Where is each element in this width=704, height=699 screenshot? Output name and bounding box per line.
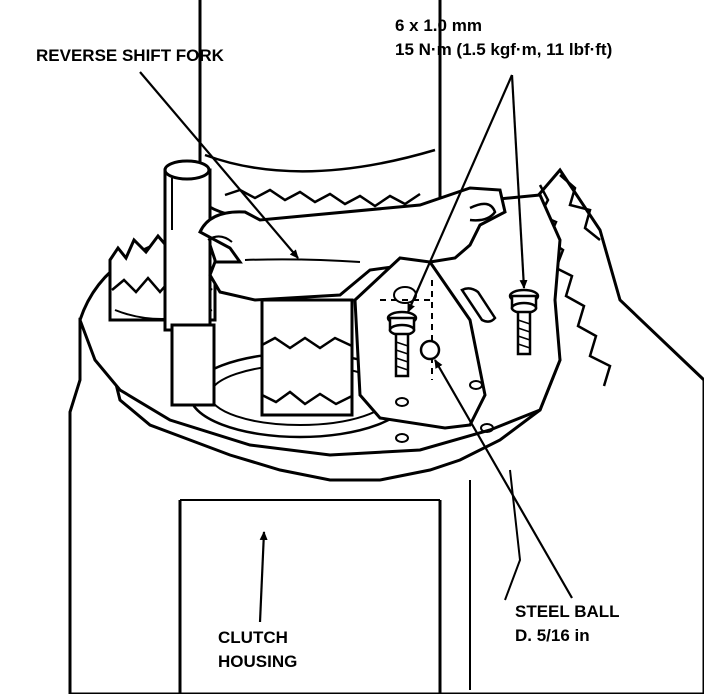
label-steel-ball: STEEL BALL bbox=[515, 602, 620, 621]
leader-bolt-left bbox=[406, 74, 514, 313]
label-housing: HOUSING bbox=[218, 652, 298, 671]
label-reverse-shift-fork: REVERSE SHIFT FORK bbox=[36, 46, 224, 65]
label-bolt-torque: 15 N·m (1.5 kgf·m, 11 lbf·ft) bbox=[395, 40, 613, 59]
steel-ball bbox=[419, 339, 441, 361]
leader-steel-ball bbox=[434, 359, 573, 599]
bolt-right bbox=[508, 288, 540, 356]
countershaft-gear bbox=[260, 298, 354, 417]
leader-lines bbox=[139, 71, 573, 623]
label-steel-ball-size: D. 5/16 in bbox=[515, 626, 590, 645]
leader-bolt-right bbox=[510, 74, 528, 289]
label-bolt-size: 6 x 1.0 mm bbox=[395, 16, 482, 35]
leader-reverse-shift-fork bbox=[139, 71, 299, 259]
leader-clutch-housing bbox=[258, 531, 268, 623]
bolt-left bbox=[386, 310, 418, 378]
reverse-idler-gear bbox=[108, 159, 217, 407]
label-clutch: CLUTCH bbox=[218, 628, 288, 647]
reverse-shift-fork bbox=[198, 186, 507, 302]
